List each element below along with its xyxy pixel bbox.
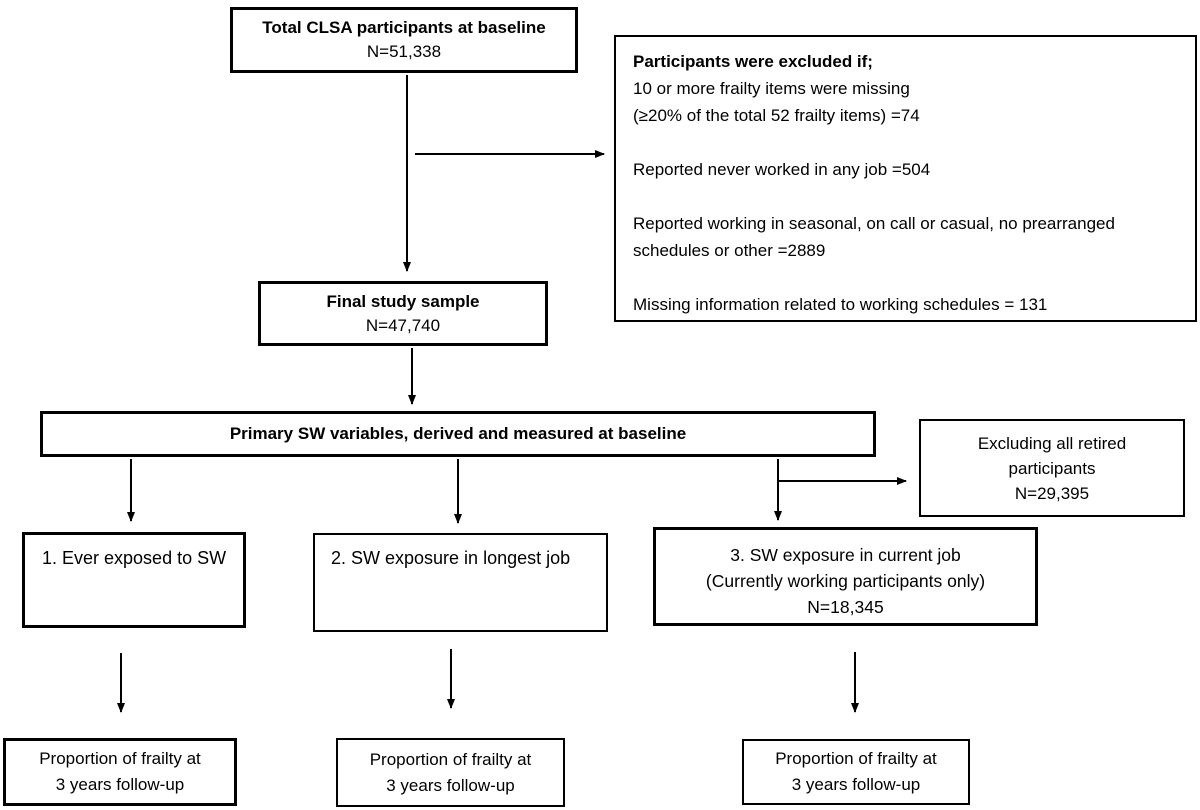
total-participants-box: Total CLSA participants at baseline N=51… [230,7,578,73]
exclusion-item-seasonal-work: Reported working in seasonal, on call or… [633,214,1115,260]
outcome-3-line2: 3 years follow-up [791,775,921,794]
outcome-2-line1: Proportion of frailty at [369,749,532,769]
exposure-longest-job-label: 2. SW exposure in longest job [331,548,571,568]
total-participants-n: N=51,338 [366,42,442,61]
excluding-retired-line1: Excluding all retired [977,433,1127,453]
exclusion-criteria-box: Participants were excluded if; 10 or mor… [614,35,1197,322]
exclusion-item-frailty-missing-detail: (≥20% of the total 52 frailty items) =74 [633,106,920,125]
outcome-box-1: Proportion of frailty at 3 years follow-… [3,738,237,806]
excluding-retired-n: N=29,395 [1014,483,1090,503]
exclusion-item-never-worked: Reported never worked in any job =504 [633,160,931,179]
exclusion-spacer [633,183,1178,210]
exposure-current-job-n: N=18,345 [807,597,884,617]
exclusion-spacer [633,264,1178,291]
exposure-ever-box: 1. Ever exposed to SW [22,532,246,628]
excluding-retired-box: Excluding all retired participants N=29,… [919,419,1185,517]
exclusion-title: Participants were excluded if; [633,52,873,71]
outcome-1-line1: Proportion of frailty at [39,749,201,768]
outcome-box-3: Proportion of frailty at 3 years follow-… [742,739,970,805]
final-sample-n: N=47,740 [365,315,441,335]
exposure-longest-job-box: 2. SW exposure in longest job [313,533,608,632]
exclusion-item-missing-schedule-info: Missing information related to working s… [633,295,1048,314]
total-participants-title: Total CLSA participants at baseline [262,18,546,37]
outcome-1-line2: 3 years follow-up [55,775,185,794]
exposure-current-job-box: 3. SW exposure in current job (Currently… [653,527,1038,626]
outcome-2-line2: 3 years follow-up [386,775,515,795]
exclusion-spacer [633,129,1178,156]
final-sample-title: Final study sample [326,291,480,311]
primary-variables-box: Primary SW variables, derived and measur… [40,411,876,457]
excluding-retired-line2: participants [1008,458,1096,478]
exposure-current-job-label: 3. SW exposure in current job [730,545,961,565]
outcome-box-2: Proportion of frailty at 3 years follow-… [336,738,565,807]
primary-variables-title: Primary SW variables, derived and measur… [229,424,687,443]
exclusion-item-frailty-missing: 10 or more frailty items were missing [633,79,910,98]
exposure-ever-label: 1. Ever exposed to SW [42,548,227,568]
exposure-current-job-sub: (Currently working participants only) [705,571,986,591]
outcome-3-line1: Proportion of frailty at [775,749,937,768]
final-sample-box: Final study sample N=47,740 [258,281,548,346]
